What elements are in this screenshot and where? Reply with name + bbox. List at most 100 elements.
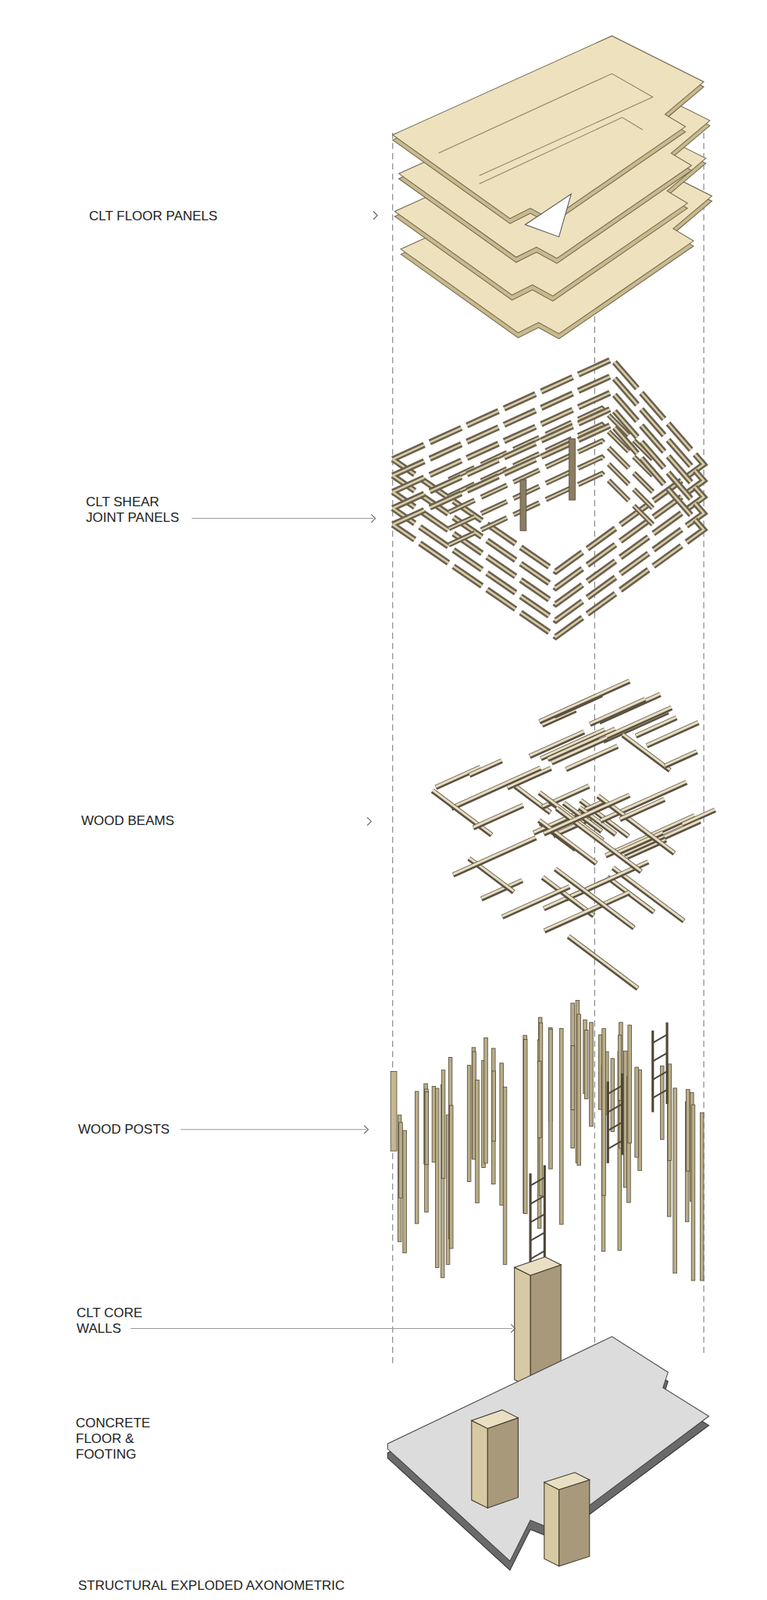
wood-post bbox=[691, 1104, 696, 1281]
leader-arrow bbox=[510, 1323, 515, 1332]
wood-post bbox=[475, 1080, 480, 1203]
wood-beam-top bbox=[435, 766, 481, 787]
post-frame-rung bbox=[530, 1213, 545, 1222]
wood-post bbox=[560, 1027, 564, 1224]
clt-core-top bbox=[471, 1409, 519, 1429]
wood-post bbox=[414, 1091, 419, 1224]
wood-post bbox=[503, 1086, 507, 1264]
wood-post bbox=[602, 1028, 607, 1196]
panel-joint bbox=[479, 117, 643, 184]
caption: STRUCTURAL EXPLODED AXONOMETRIC bbox=[78, 1577, 469, 1594]
clt-core-top bbox=[544, 1472, 590, 1490]
wood-beam-top bbox=[544, 891, 630, 931]
clt-core-wall bbox=[514, 1266, 531, 1388]
wood-post bbox=[399, 1122, 404, 1199]
part-label: CLT FLOOR PANELS bbox=[89, 208, 277, 225]
wood-beam-top bbox=[543, 794, 630, 833]
wood-beam-top bbox=[566, 745, 618, 769]
leader-arrow bbox=[373, 211, 378, 220]
post-frame-rung bbox=[652, 1089, 668, 1098]
post-frame-rung bbox=[607, 1122, 622, 1131]
post-frame-rung bbox=[607, 1085, 622, 1094]
wood-post bbox=[686, 1089, 691, 1172]
clt-core-top bbox=[514, 1256, 562, 1276]
post-frame-rung bbox=[607, 1103, 622, 1112]
wood-beam-top bbox=[664, 820, 701, 837]
shear-panel-top bbox=[449, 473, 653, 545]
wood-post bbox=[431, 1086, 436, 1163]
wood-beam-top bbox=[469, 759, 502, 775]
wood-beam-top bbox=[620, 798, 665, 819]
post-frame-rung bbox=[530, 1195, 545, 1204]
shear-panel-top bbox=[392, 424, 704, 637]
post-frame bbox=[528, 1173, 532, 1266]
wood-beam-top bbox=[646, 721, 699, 746]
leader-line bbox=[192, 517, 374, 519]
wood-post bbox=[584, 1030, 589, 1099]
wood-post bbox=[589, 1022, 594, 1127]
wood-post bbox=[499, 1063, 504, 1206]
wood-beam-top bbox=[568, 935, 639, 989]
clt-core-wall bbox=[487, 1417, 518, 1508]
shear-panel bbox=[392, 424, 704, 637]
leader-arrow bbox=[367, 816, 372, 825]
leader-line bbox=[130, 1327, 512, 1329]
wood-beam-top bbox=[589, 698, 646, 724]
wood-beam-top bbox=[599, 706, 672, 739]
guide-line bbox=[392, 132, 393, 1367]
wood-beam-top bbox=[529, 731, 585, 756]
shear-panel bbox=[392, 392, 704, 605]
wood-post bbox=[491, 1048, 496, 1185]
wood-post bbox=[577, 1013, 582, 1166]
shear-post bbox=[569, 438, 576, 500]
post-frame-rung bbox=[652, 1052, 668, 1061]
wood-post bbox=[523, 1034, 528, 1213]
part-label: CONCRETE FLOOR & FOOTING bbox=[75, 1415, 154, 1463]
wood-beam-top bbox=[615, 831, 663, 853]
wood-post bbox=[673, 1088, 678, 1274]
leader-arrow bbox=[371, 513, 375, 522]
wood-post bbox=[570, 1045, 575, 1110]
shear-panel-top bbox=[392, 392, 704, 605]
wood-beam-top bbox=[555, 867, 635, 928]
wood-post bbox=[549, 1028, 553, 1169]
part-label: WOOD BEAMS bbox=[81, 813, 269, 829]
clt-core-wall bbox=[544, 1481, 560, 1566]
wood-post bbox=[627, 1024, 632, 1143]
wood-post bbox=[471, 1047, 476, 1160]
clt-core-wall bbox=[471, 1419, 488, 1508]
part-label: CLT SHEAR JOINT PANELS bbox=[85, 494, 188, 526]
part-label: CLT CORE WALLS bbox=[76, 1305, 155, 1337]
wood-post bbox=[523, 1038, 528, 1213]
floor-opening bbox=[525, 193, 572, 237]
wood-beam-top bbox=[507, 767, 552, 787]
shear-panel bbox=[392, 408, 704, 621]
wood-beam-top bbox=[502, 885, 570, 917]
wood-post bbox=[424, 1088, 429, 1212]
wood-post bbox=[435, 1088, 439, 1267]
wood-beam-top bbox=[539, 680, 630, 721]
shear-post bbox=[520, 479, 527, 531]
wood-post bbox=[467, 1065, 471, 1182]
post-frame-rung bbox=[530, 1177, 545, 1185]
wood-post bbox=[484, 1037, 489, 1163]
wood-post bbox=[449, 1105, 454, 1249]
wood-post bbox=[492, 1070, 496, 1142]
wood-post bbox=[441, 1070, 446, 1179]
panel-joint bbox=[438, 73, 653, 176]
wood-post bbox=[610, 1058, 615, 1132]
part-label: WOOD POSTS bbox=[78, 1121, 235, 1138]
wood-beam-top bbox=[473, 804, 524, 828]
post-frame-rung bbox=[607, 1140, 622, 1149]
shear-panel-top bbox=[392, 408, 704, 621]
clt-floor-panel bbox=[392, 35, 704, 220]
shear-panel bbox=[449, 473, 653, 545]
post-frame-rung bbox=[652, 1070, 668, 1079]
leader-line bbox=[180, 1128, 367, 1130]
wood-beam-top bbox=[664, 750, 697, 765]
post-frame-rung bbox=[530, 1232, 545, 1241]
guide-line bbox=[594, 132, 596, 1367]
wood-post bbox=[699, 1112, 704, 1281]
clt-core-wall bbox=[559, 1479, 590, 1566]
